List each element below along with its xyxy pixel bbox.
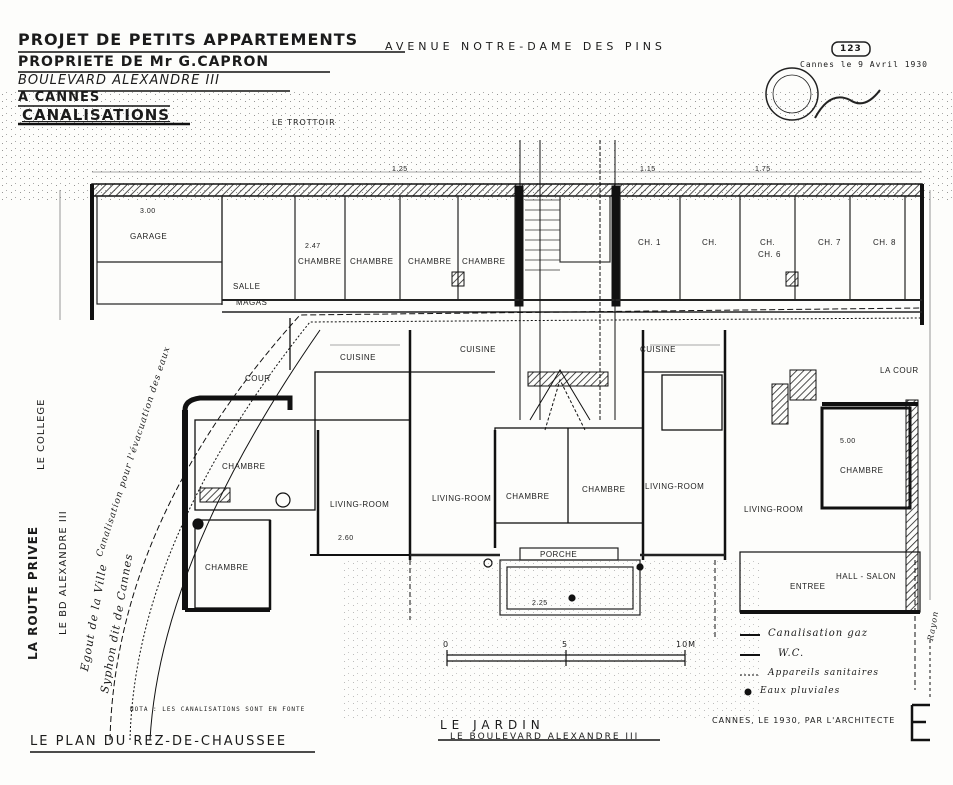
porch — [410, 547, 725, 616]
room-cuisine-3: CUISINE — [640, 345, 676, 354]
room-salle: SALLE — [233, 282, 261, 291]
dim-label-4: 2.60 — [338, 535, 354, 542]
title-line-4: A CANNES — [18, 90, 101, 105]
trottoir-label: LE TROTTOIR — [272, 118, 336, 127]
street-left-college: LE COLLEGE — [36, 398, 47, 470]
approval-stamp — [765, 41, 881, 121]
room-chambre-right: CHAMBRE — [840, 466, 884, 475]
title-underlines — [18, 51, 660, 753]
room-magas: MAGAS — [236, 298, 268, 307]
street-left-route: LA ROUTE PRIVEE — [26, 525, 40, 660]
room-living-3: LIVING-ROOM — [645, 482, 705, 491]
print-noise — [0, 90, 953, 200]
room-ch-2: CH. — [702, 238, 718, 247]
dim-label-3: 1.15 — [640, 166, 656, 173]
right-wing — [739, 399, 921, 614]
room-cuisine-2: CUISINE — [460, 345, 496, 354]
room-chambre-4: CHAMBRE — [462, 257, 506, 266]
title-line-3: BOULEVARD ALEXANDRE III — [18, 73, 220, 88]
legend-item-2: W.C. — [778, 648, 805, 659]
title-line-1: PROJET DE PETITS APPARTEMENTS — [18, 30, 359, 49]
legend-item-3: Appareils sanitaires — [768, 668, 880, 678]
room-living-1: LIVING-ROOM — [330, 500, 390, 509]
dimension-lines — [59, 171, 931, 600]
room-chambre-center-1: CHAMBRE — [506, 492, 550, 501]
note-bottom-left: NOTA : LES CANALISATIONS SONT EN FONTE — [130, 706, 306, 713]
title-line-2: PROPRIETE DE Mr G.CAPRON — [18, 54, 270, 70]
room-ch-7: CH. 7 — [818, 238, 841, 247]
street-top: AVENUE NOTRE-DAME DES PINS — [385, 40, 666, 53]
room-porche: PORCHE — [540, 550, 578, 559]
title-line-5: CANALISATIONS — [22, 106, 171, 124]
scale-start: 0 — [443, 640, 450, 649]
room-ch-6: CH. 6 — [758, 250, 781, 259]
boulevard-bottom-label: LE BOULEVARD ALEXANDRE III — [450, 732, 640, 742]
room-hall-salon: HALL - SALON — [836, 572, 896, 581]
scale-bar — [446, 650, 686, 666]
room-entree: ENTREE — [790, 582, 826, 591]
left-wing — [182, 395, 410, 612]
room-chambre-1: CHAMBRE — [298, 257, 342, 266]
room-ch-1: CH. 1 — [638, 238, 661, 247]
jardin-label: LE JARDIN — [440, 718, 545, 732]
legend-symbols — [740, 634, 760, 696]
architect-mark — [910, 703, 930, 742]
top-row-partitions — [96, 195, 922, 313]
legend-item-1: Canalisation gaz — [768, 628, 868, 639]
dim-label-7: 5.00 — [840, 438, 856, 445]
dim-label-5: 3.00 — [140, 208, 156, 215]
legend-item-4: Eaux pluviales — [760, 686, 841, 696]
manhole-symbols — [192, 492, 644, 602]
room-chambre-left-low: CHAMBRE — [205, 563, 249, 572]
canalisation-lines — [109, 140, 931, 741]
room-cuisine-1: CUISINE — [340, 353, 376, 362]
street-left-alexandre: LE BD ALEXANDRE III — [58, 510, 69, 635]
room-ch-3: CH. — [760, 238, 776, 247]
room-living-4: LIVING-ROOM — [744, 505, 804, 514]
room-chambre-2: CHAMBRE — [350, 257, 394, 266]
dim-label-8: 2.25 — [532, 600, 548, 607]
dim-label-1: 1.25 — [392, 166, 408, 173]
dim-label-2: 1.75 — [755, 166, 771, 173]
scale-mid: 5 — [562, 640, 569, 649]
note-bottom-right: CANNES, LE 1930, PAR L'ARCHITECTE — [712, 716, 896, 725]
scale-end: 10M — [676, 640, 697, 649]
stamp-date: Cannes le 9 Avril 1930 — [800, 60, 928, 69]
print-noise-lower — [340, 560, 760, 720]
room-chambre-center-2: CHAMBRE — [582, 485, 626, 494]
room-cour-left: COUR — [245, 374, 271, 383]
room-living-2: LIVING-ROOM — [432, 494, 492, 503]
staircase — [525, 195, 611, 271]
middle-rooms — [289, 318, 727, 560]
dim-label-6: 2.47 — [305, 243, 321, 250]
stamp-number: 123 — [840, 44, 862, 54]
room-cour-right: LA COUR — [880, 366, 919, 375]
exterior-walls — [90, 183, 924, 325]
room-ch-8: CH. 8 — [873, 238, 896, 247]
plan-caption: LE PLAN DU REZ-DE-CHAUSSEE — [30, 734, 288, 749]
chimney-blocks — [199, 271, 817, 503]
room-garage: GARAGE — [130, 232, 168, 241]
room-chambre-3: CHAMBRE — [408, 257, 452, 266]
room-chambre-left: CHAMBRE — [222, 462, 266, 471]
